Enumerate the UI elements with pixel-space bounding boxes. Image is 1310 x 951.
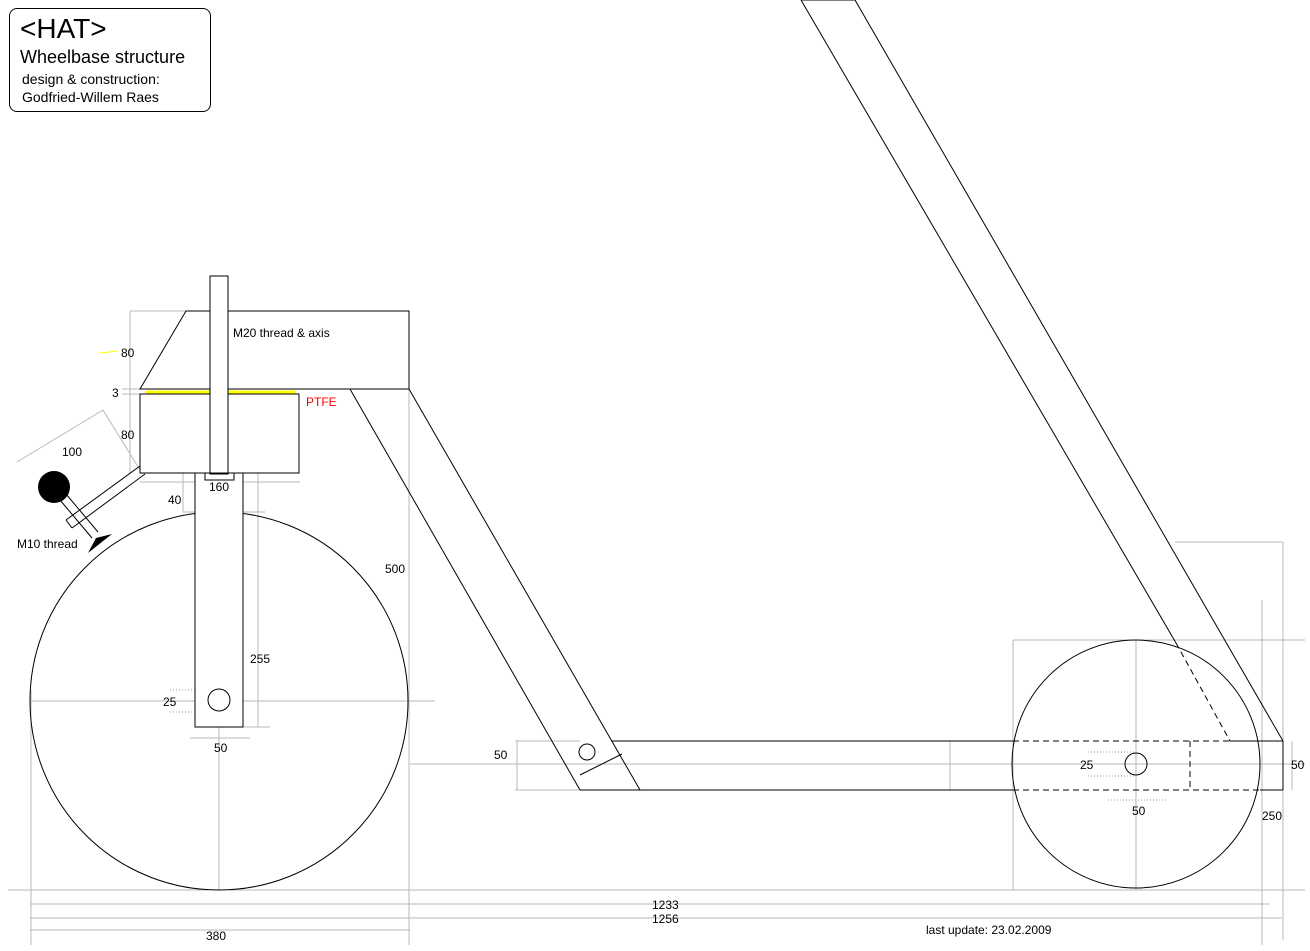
top-height-label: 80	[121, 346, 135, 360]
block-width-label: 160	[209, 480, 229, 494]
knob-icon	[38, 471, 70, 503]
frame	[349, 0, 1284, 791]
shaft-nut	[204, 472, 235, 481]
tube-height-left-label: 50	[494, 748, 508, 762]
fork-width-label: 50	[214, 741, 228, 755]
project-title: <HAT>	[20, 13, 107, 44]
block-height-label: 80	[121, 428, 135, 442]
rear-wheel-label: 250	[1262, 809, 1282, 823]
rear-axle-width-label: 50	[1132, 804, 1146, 818]
credit-label: design & construction:	[22, 71, 160, 87]
tube-height-right-label: 50	[1291, 758, 1305, 772]
lever-length-label: 100	[62, 445, 82, 459]
front-axle-hole	[207, 688, 231, 712]
title-block: <HAT> Wheelbase structure design & const…	[9, 8, 211, 112]
rear-axle-hole	[1124, 752, 1148, 776]
rear-wheel	[1011, 639, 1261, 889]
fork-offset-label: 40	[168, 493, 182, 507]
dim-1233-label: 1233	[652, 898, 679, 912]
m20-shaft	[209, 275, 229, 475]
ptfe-label: PTFE	[306, 395, 337, 409]
dim-1256-label: 1256	[652, 912, 679, 926]
last-update-label: last update: 23.02.2009	[926, 923, 1052, 937]
height-500-label: 500	[385, 562, 405, 576]
front-axle-label: 25	[163, 695, 177, 709]
m10-lever	[38, 465, 146, 553]
ptfe-thickness-label: 3	[112, 386, 119, 400]
author: Godfried-Willem Raes	[22, 89, 159, 105]
top-plate	[139, 310, 410, 390]
rear-axle-label: 25	[1080, 758, 1094, 772]
m10-label: M10 thread	[17, 537, 78, 551]
fork-length-label: 255	[250, 652, 270, 666]
subtitle: Wheelbase structure	[20, 47, 186, 67]
dim-380-label: 380	[206, 929, 226, 943]
m20-label: M20 thread & axis	[233, 326, 330, 340]
